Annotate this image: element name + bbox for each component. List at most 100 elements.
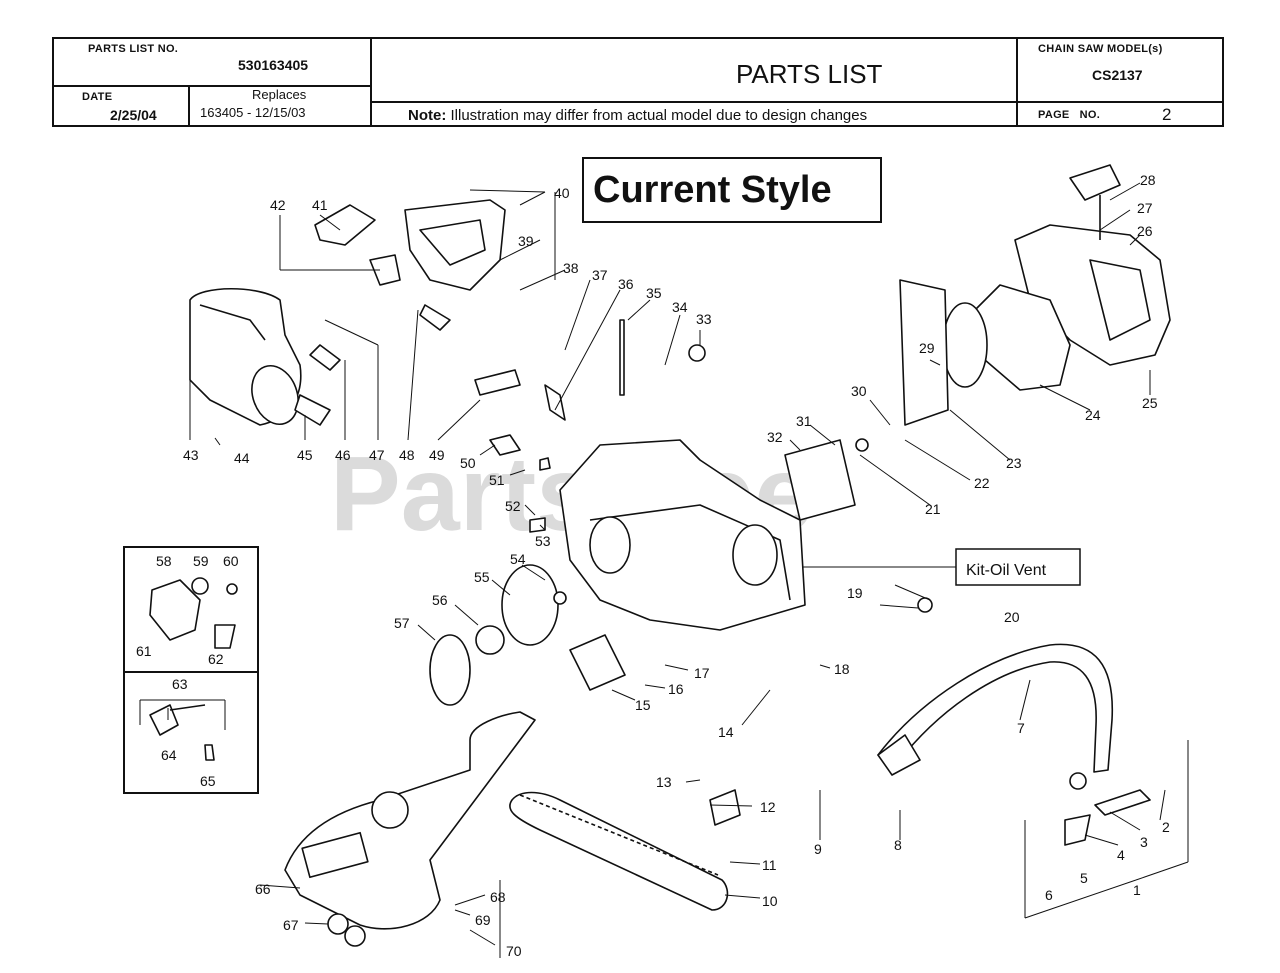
callout-42: 42 xyxy=(270,197,286,213)
model-label: CHAIN SAW MODEL(s) xyxy=(1038,43,1163,55)
date-label: DATE xyxy=(82,91,113,103)
callout-54: 54 xyxy=(510,551,526,567)
model-value: CS2137 xyxy=(1092,67,1143,83)
callout-23: 23 xyxy=(1006,455,1022,471)
callout-62: 62 xyxy=(208,651,224,667)
callout-33: 33 xyxy=(696,311,712,327)
callout-19: 19 xyxy=(847,585,863,601)
note-label: Note: xyxy=(408,107,447,124)
callout-45: 45 xyxy=(297,447,313,463)
callout-46: 46 xyxy=(335,447,351,463)
page-title: PARTS LIST xyxy=(736,59,883,89)
callout-34: 34 xyxy=(672,299,688,315)
callout-21: 21 xyxy=(925,501,941,517)
callout-47: 47 xyxy=(369,447,385,463)
callout-32: 32 xyxy=(767,429,783,445)
kit-box-frame xyxy=(955,548,1081,586)
callout-40: 40 xyxy=(554,185,570,201)
callout-3: 3 xyxy=(1140,834,1148,850)
callout-52: 52 xyxy=(505,498,521,514)
callout-29: 29 xyxy=(919,340,935,356)
callout-31: 31 xyxy=(796,413,812,429)
callout-9: 9 xyxy=(814,841,822,857)
inset-oil-line xyxy=(123,671,259,794)
callout-51: 51 xyxy=(489,472,505,488)
header-divider xyxy=(370,101,1016,103)
callout-63: 63 xyxy=(172,676,188,692)
callout-10: 10 xyxy=(762,893,778,909)
callout-48: 48 xyxy=(399,447,415,463)
callout-22: 22 xyxy=(974,475,990,491)
crankcase xyxy=(559,439,806,631)
kit-box-text: Kit-Oil Vent xyxy=(966,562,1047,579)
callout-5: 5 xyxy=(1080,870,1088,886)
callout-43: 43 xyxy=(183,447,199,463)
callout-37: 37 xyxy=(592,267,608,283)
callout-70: 70 xyxy=(506,943,522,959)
page-label: PAGE NO. xyxy=(1038,109,1101,121)
callout-18: 18 xyxy=(834,661,850,677)
callout-28: 28 xyxy=(1140,172,1156,188)
callout-38: 38 xyxy=(563,260,579,276)
callout-65: 65 xyxy=(200,773,216,789)
callout-25: 25 xyxy=(1142,395,1158,411)
callout-11: 11 xyxy=(762,857,777,873)
callout-55: 55 xyxy=(474,569,490,585)
callout-67: 67 xyxy=(283,917,299,933)
callout-17: 17 xyxy=(694,665,710,681)
header-divider xyxy=(370,39,372,125)
callout-4: 4 xyxy=(1117,847,1125,863)
callout-66: 66 xyxy=(255,881,271,897)
callout-30: 30 xyxy=(851,383,867,399)
guide-bar xyxy=(509,791,729,911)
callout-15: 15 xyxy=(635,697,651,713)
date-value: 2/25/04 xyxy=(110,107,157,123)
callout-2: 2 xyxy=(1162,819,1170,835)
callout-7: 7 xyxy=(1017,720,1025,736)
callout-50: 50 xyxy=(460,455,476,471)
callout-60: 60 xyxy=(223,553,239,569)
callout-36: 36 xyxy=(618,276,634,292)
page-number: 2 xyxy=(1162,105,1172,124)
callout-56: 56 xyxy=(432,592,448,608)
callout-59: 59 xyxy=(193,553,209,569)
callout-13: 13 xyxy=(656,774,672,790)
header-divider xyxy=(54,85,370,87)
callout-44: 44 xyxy=(234,450,250,466)
callout-61: 61 xyxy=(136,643,152,659)
style-box-text: Current Style xyxy=(593,169,832,211)
header-divider xyxy=(1016,39,1018,125)
callout-14: 14 xyxy=(718,724,734,740)
callout-69: 69 xyxy=(475,912,491,928)
clutch-cover xyxy=(284,711,536,930)
callout-57: 57 xyxy=(394,615,410,631)
callout-53: 53 xyxy=(535,533,551,549)
callout-39: 39 xyxy=(518,233,534,249)
replaces-label: Replaces xyxy=(252,87,307,102)
callout-58: 58 xyxy=(156,553,172,569)
parts-list-no-label: PARTS LIST NO. xyxy=(88,43,179,55)
callout-16: 16 xyxy=(668,681,684,697)
callout-8: 8 xyxy=(894,837,902,853)
callout-24: 24 xyxy=(1085,407,1101,423)
callout-26: 26 xyxy=(1137,223,1153,239)
header-divider xyxy=(1016,101,1224,103)
note-text: Illustration may differ from actual mode… xyxy=(450,107,868,124)
front-handle xyxy=(877,643,1114,773)
callout-49: 49 xyxy=(429,447,445,463)
callout-41: 41 xyxy=(312,197,328,213)
parts-list-no: 530163405 xyxy=(238,57,309,73)
callout-68: 68 xyxy=(490,889,506,905)
note: Note: Illustration may differ from actua… xyxy=(408,107,867,124)
callout-1: 1 xyxy=(1133,882,1141,898)
header-divider xyxy=(188,85,190,125)
callout-64: 64 xyxy=(161,747,177,763)
callout-35: 35 xyxy=(646,285,662,301)
callout-6: 6 xyxy=(1045,887,1053,903)
callout-20: 20 xyxy=(1004,609,1020,625)
callout-12: 12 xyxy=(760,799,776,815)
parts-list-header: PARTS LIST NO. 530163405 DATE 2/25/04 Re… xyxy=(52,37,1224,127)
callout-numbers: 1 2 3 4 5 6 7 8 9 10 11 12 13 14 15 16 1… xyxy=(136,172,1170,959)
callout-27: 27 xyxy=(1137,200,1153,216)
